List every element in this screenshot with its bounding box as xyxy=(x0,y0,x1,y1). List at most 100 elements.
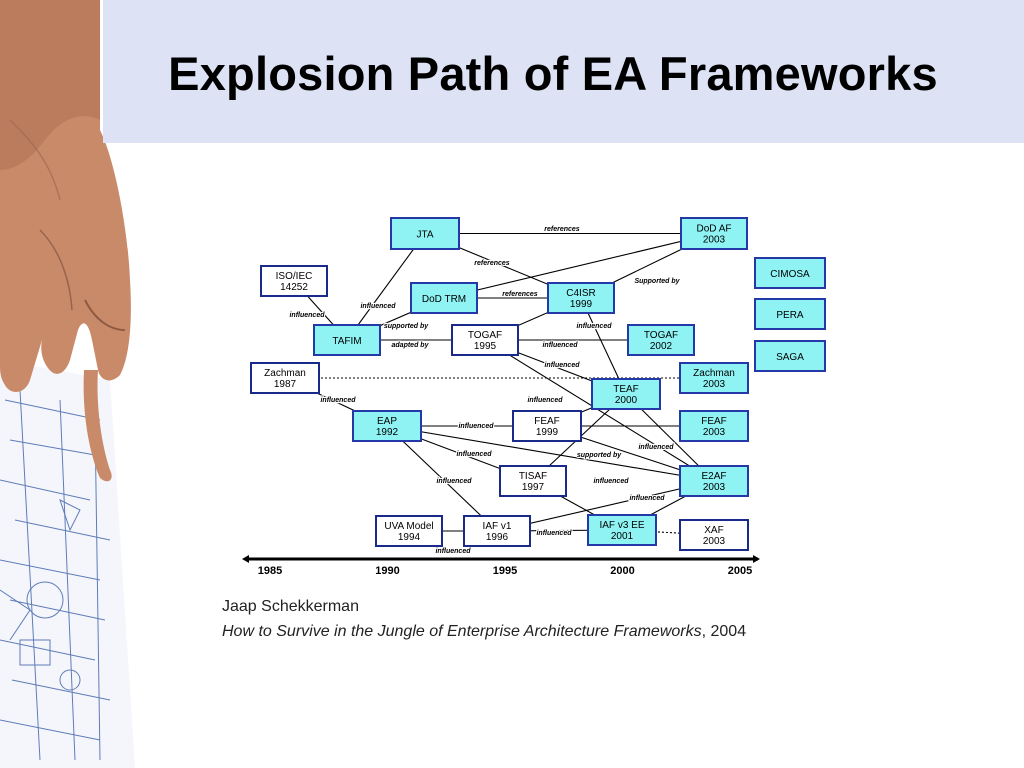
edge-label-influenced-uva: influenced xyxy=(435,548,471,555)
node-text-dodaf: DoD AF xyxy=(696,224,731,235)
node-box-uva xyxy=(375,515,443,547)
edge-label-influenced-iafv3-e2af: influenced xyxy=(629,495,665,502)
node-text-c4isr: C4ISR xyxy=(566,288,595,299)
edge-eap-e2af xyxy=(386,425,715,484)
node-text-saga: SAGA xyxy=(776,352,804,363)
node-text-xaf: 2003 xyxy=(703,536,726,547)
node-text-feaf2003: 2003 xyxy=(703,427,726,438)
node-text-tafim: TAFIM xyxy=(332,336,361,347)
node-text-isoiec: 14252 xyxy=(280,282,308,293)
node-text-togaf1995: TOGAF xyxy=(468,330,502,341)
citation-work-title: How to Survive in the Jungle of Enterpri… xyxy=(222,623,702,640)
edge-label-supported-by-feaf: supported by xyxy=(577,452,622,459)
edge-label-influenced-eap-feaf: influenced xyxy=(458,423,494,430)
edge-label-influenced-togaf-b: influenced xyxy=(544,362,580,369)
node-box-eap xyxy=(352,410,422,442)
edge-label-influenced-tisaf: influenced xyxy=(593,478,629,485)
edge-label-influenced-iso: influenced xyxy=(289,312,325,319)
node-text-iafv1: 1996 xyxy=(486,532,509,543)
node-box-teaf xyxy=(591,378,661,410)
node-box-tisaf xyxy=(499,465,567,497)
node-text-feaf2003: FEAF xyxy=(701,416,727,427)
node-text-e2af: E2AF xyxy=(701,471,726,482)
edge-dodaf-dodtrm xyxy=(443,232,715,299)
node-text-eap: EAP xyxy=(377,416,397,427)
citation: Jaap Schekkerman How to Survive in the J… xyxy=(222,594,746,644)
node-text-isoiec: ISO/IEC xyxy=(276,271,313,282)
edge-label-influenced-eap-tisaf: influenced xyxy=(456,451,492,458)
node-box-dodtrm xyxy=(410,282,478,314)
edge-jta-tafim xyxy=(346,233,426,341)
node-box-togaf2002 xyxy=(627,324,695,356)
edge-label-influenced-togaf: influenced xyxy=(542,342,578,349)
edge-labels: referencesreferencesreferencesSupported … xyxy=(288,225,681,556)
node-dodtrm: DoD TRM xyxy=(410,282,478,314)
node-pera: PERA xyxy=(754,298,826,330)
node-text-c4isr: 1999 xyxy=(570,299,593,310)
edge-label-references-mid: references xyxy=(474,260,510,267)
edge-label-references-top: references xyxy=(544,226,580,233)
timeline-left-end xyxy=(242,555,249,563)
framework-diagram: referencesreferencesreferencesSupported … xyxy=(200,210,850,580)
timeline-tick-1990: 1990 xyxy=(375,565,399,577)
node-text-e2af: 2003 xyxy=(703,482,726,493)
edge-label-supported-by-togaf: supported by xyxy=(384,323,429,330)
node-box-feaf2003 xyxy=(679,410,749,442)
title-band xyxy=(103,0,1024,143)
node-text-cimosa: CIMOSA xyxy=(770,269,810,280)
timeline-right-end xyxy=(753,555,760,563)
node-text-teaf: TEAF xyxy=(613,384,639,395)
edge-eap-iafv1 xyxy=(386,425,498,532)
node-cimosa: CIMOSA xyxy=(754,257,826,289)
node-text-tisaf: 1997 xyxy=(522,482,545,493)
node-text-iafv1: IAF v1 xyxy=(483,521,512,532)
node-box-saga xyxy=(754,340,826,372)
node-text-jta: JTA xyxy=(416,230,433,241)
edge-label-influenced-zachman: influenced xyxy=(320,397,356,404)
node-box-c4isr xyxy=(547,282,615,314)
node-text-zachman1987: 1987 xyxy=(274,379,297,390)
edge-label-influenced-iafv1: influenced xyxy=(536,530,572,537)
node-box-jta xyxy=(390,217,460,250)
edge-label-influenced-teaf: influenced xyxy=(527,397,563,404)
node-box-togaf1995 xyxy=(451,324,519,356)
node-text-teaf: 2000 xyxy=(615,395,638,406)
node-text-dodaf: 2003 xyxy=(703,235,726,246)
edge-label-influenced-c4isr: influenced xyxy=(576,323,612,330)
node-saga: SAGA xyxy=(754,340,826,372)
edge-label-influenced-jta: influenced xyxy=(360,303,396,310)
node-box-cimosa xyxy=(754,257,826,289)
timeline-tick-2000: 2000 xyxy=(610,565,634,577)
node-text-togaf2002: TOGAF xyxy=(644,330,678,341)
node-box-feaf1999 xyxy=(512,410,582,442)
node-box-e2af xyxy=(679,465,749,497)
node-text-iafv3: 2001 xyxy=(611,531,634,542)
node-box-isoiec xyxy=(260,265,328,297)
citation-author: Jaap Schekkerman xyxy=(222,598,359,615)
node-text-feaf1999: 1999 xyxy=(536,427,559,438)
node-text-iafv3: IAF v3 EE xyxy=(599,520,644,531)
node-text-tisaf: TISAF xyxy=(519,471,547,482)
edge-label-adapted-by: adapted by xyxy=(392,342,430,349)
node-text-eap: 1992 xyxy=(376,427,399,438)
node-text-feaf1999: FEAF xyxy=(534,416,560,427)
node-text-uva: UVA Model xyxy=(384,521,433,532)
edge-label-influenced-eap-iaf: influenced xyxy=(436,478,472,485)
node-text-zachman2003: 2003 xyxy=(703,379,726,390)
